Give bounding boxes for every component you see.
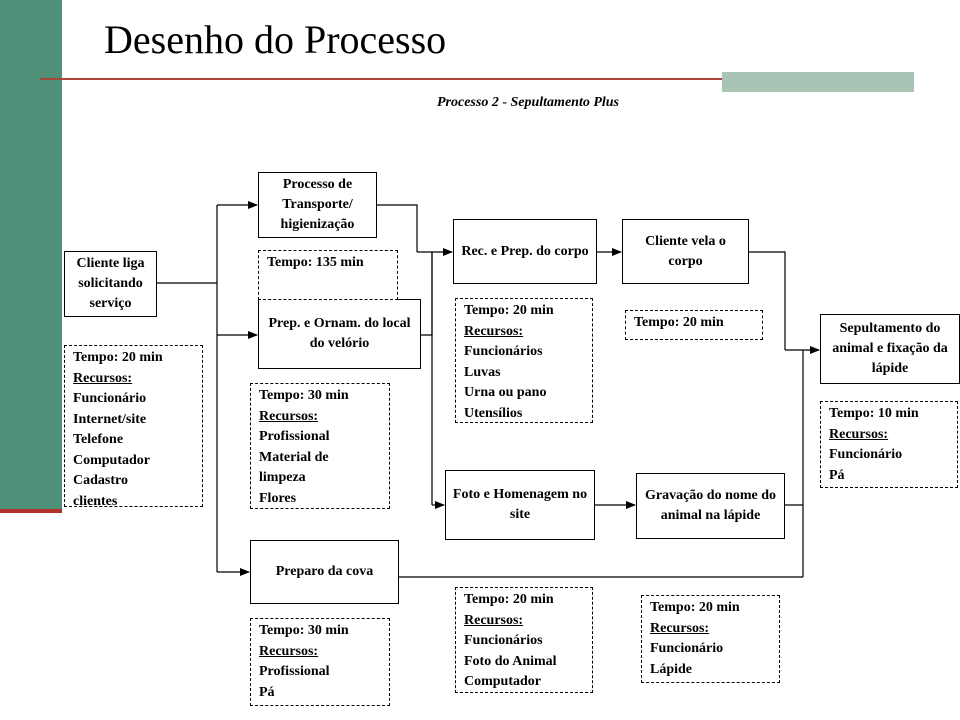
info-tempo: Tempo: 30 min — [259, 623, 349, 638]
info-item: limpeza — [259, 470, 306, 485]
info-tempo: Tempo: 20 min — [634, 315, 724, 330]
step-foto: Foto e Homenagem no site — [445, 470, 595, 540]
info-recursos-label: Recursos: — [464, 612, 524, 628]
info-item: Funcionário — [73, 391, 147, 406]
info-cliente: Tempo: 20 min Recursos: Funcionário Inte… — [64, 345, 203, 507]
page-title: Desenho do Processo — [104, 17, 447, 62]
title-rule — [40, 78, 724, 80]
info-item: Flores — [259, 490, 297, 506]
step-cliente-vela: Cliente vela o corpo — [622, 219, 749, 284]
step-sepultamento: Sepultamento do animal e fixação da lápi… — [820, 314, 960, 384]
info-item: Funcionário — [829, 447, 903, 462]
sidebar-bar — [0, 0, 62, 512]
info-tempo: Tempo: 20 min — [73, 350, 163, 365]
info-item: Pá — [259, 684, 275, 700]
info-item: Profissional — [259, 664, 330, 679]
info-rec-prep: Tempo: 20 min Recursos: Funcionários Luv… — [455, 298, 593, 423]
info-recursos-label: Recursos: — [650, 620, 710, 636]
info-tempo: Tempo: 20 min — [464, 303, 554, 318]
info-item: Funcionários — [464, 344, 543, 359]
diagram-subtitle: Processo 2 - Sepultamento Plus — [437, 95, 620, 110]
info-foto: Tempo: 20 min Recursos: Funcionários Fot… — [455, 587, 593, 693]
connector-prep-local-out — [421, 252, 433, 336]
info-item: Funcionário — [650, 641, 724, 656]
info-tempo: Tempo: 20 min — [464, 592, 554, 607]
info-item: Internet/site — [73, 411, 147, 427]
info-recursos-label: Recursos: — [259, 643, 319, 659]
info-cova: Tempo: 30 min Recursos: Profissional Pá — [250, 618, 390, 706]
connector-transporte-out — [377, 204, 418, 252]
info-tempo: Tempo: 135 min — [267, 255, 364, 270]
info-sepultamento: Tempo: 10 min Recursos: Funcionário Pá — [820, 401, 958, 488]
info-prep-local: Tempo: 30 min Recursos: Profissional Mat… — [250, 383, 390, 509]
info-recursos-label: Recursos: — [829, 426, 889, 442]
info-item: Lápide — [650, 661, 693, 677]
sidebar-accent — [0, 509, 62, 513]
info-item: Cadastro — [73, 473, 128, 488]
info-tempo: Tempo: 10 min — [829, 406, 919, 421]
info-item: Material de — [259, 449, 329, 465]
info-tempo: Tempo: 20 min — [650, 600, 740, 615]
info-item: clientes — [73, 493, 118, 507]
step-rec-prep: Rec. e Prep. do corpo — [453, 219, 597, 284]
step-cliente-liga: Cliente liga solicitando serviço — [64, 251, 157, 317]
info-item: Luvas — [464, 364, 501, 380]
info-item: Foto do Animal — [464, 653, 557, 669]
title-rule-block — [722, 72, 914, 92]
step-preparo-cova: Preparo da cova — [250, 540, 399, 604]
step-transporte: Processo de Transporte/ higienização — [258, 172, 377, 238]
info-item: Funcionários — [464, 633, 543, 648]
step-gravacao: Gravação do nome do animal na lápide — [636, 473, 785, 539]
info-transporte: Tempo: 135 min — [258, 250, 398, 300]
info-item: Telefone — [73, 432, 124, 447]
info-item: Profissional — [259, 429, 330, 444]
info-gravacao: Tempo: 20 min Recursos: Funcionário Lápi… — [641, 595, 780, 683]
info-recursos-label: Recursos: — [73, 370, 133, 386]
info-item: Computador — [73, 452, 151, 468]
info-item: Computador — [464, 674, 542, 689]
info-vela: Tempo: 20 min — [625, 310, 763, 340]
info-item: Utensílios — [464, 405, 523, 421]
connector-vela-out — [749, 251, 786, 350]
step-prep-local: Prep. e Ornam. do local do velório — [258, 299, 421, 369]
info-item: Pá — [829, 467, 845, 483]
info-recursos-label: Recursos: — [464, 323, 524, 339]
info-tempo: Tempo: 30 min — [259, 388, 349, 403]
info-item: Urna ou pano — [464, 385, 547, 400]
info-recursos-label: Recursos: — [259, 408, 319, 424]
